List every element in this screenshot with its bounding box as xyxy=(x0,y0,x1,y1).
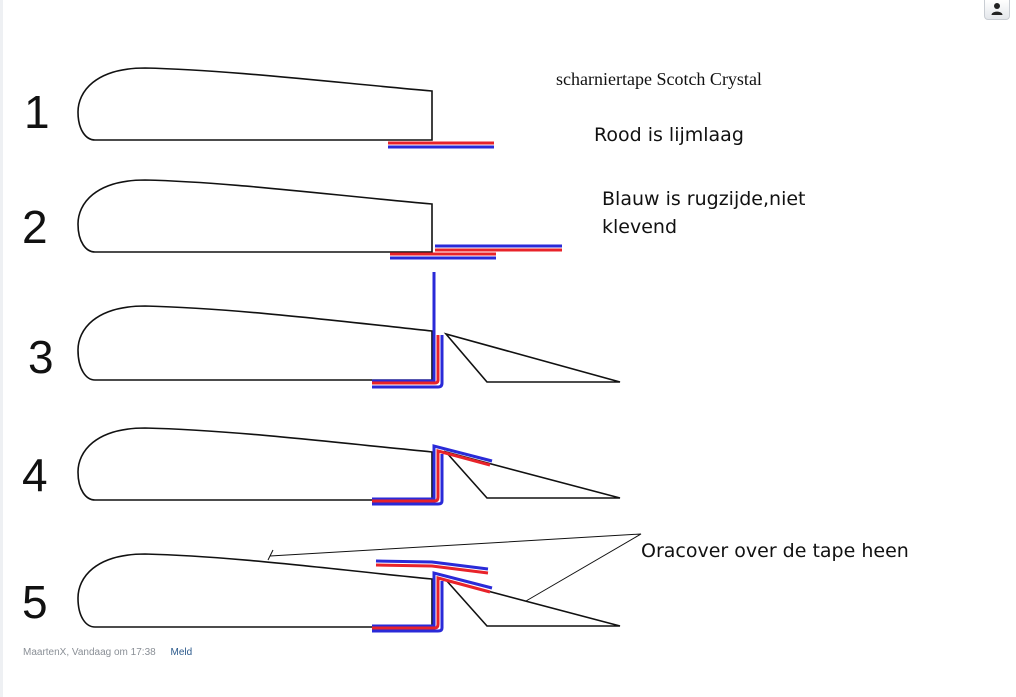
post-footer: MaartenX, Vandaag om 17:38 Meld xyxy=(23,647,193,658)
note-red: Rood is lijmlaag xyxy=(594,124,744,146)
tape-blue-5-outer xyxy=(372,581,444,633)
tape-red-4 xyxy=(372,449,491,503)
note-oracover: Oracover over de tape heen xyxy=(641,540,909,562)
post-author[interactable]: MaartenX xyxy=(23,647,67,658)
aileron-3 xyxy=(443,332,621,383)
wing-profile-3 xyxy=(77,305,433,381)
tape-blue-5 xyxy=(372,571,493,628)
post-time: Vandaag om 17:38 xyxy=(71,647,156,658)
step-4-drawing xyxy=(77,427,621,506)
step-2-drawing xyxy=(77,179,562,260)
step-5-drawing xyxy=(77,533,642,633)
user-menu-button[interactable] xyxy=(984,0,1010,20)
wing-profile-4 xyxy=(77,427,433,501)
user-icon xyxy=(991,3,1003,15)
tape-red-5 xyxy=(372,576,491,630)
tape-blue-3 xyxy=(372,272,436,383)
step-number-4: 4 xyxy=(22,449,48,501)
step-1-drawing xyxy=(77,67,494,149)
left-gutter xyxy=(0,0,3,697)
aileron-5 xyxy=(443,578,621,627)
oracover-red-5 xyxy=(375,563,489,575)
step-number-2: 2 xyxy=(22,201,48,253)
step-number-1: 1 xyxy=(24,86,50,138)
report-link[interactable]: Meld xyxy=(170,647,193,658)
wing-profile-1 xyxy=(77,67,433,141)
step-number-5: 5 xyxy=(22,576,48,628)
note-blue-line2: klevend xyxy=(602,216,677,238)
wing-profile-5 xyxy=(77,553,433,628)
aileron-4 xyxy=(443,450,621,499)
tape-blue-4-outer xyxy=(372,454,444,506)
tape-blue-3-outer xyxy=(372,335,444,389)
tape-red-3 xyxy=(372,335,440,385)
diagram-title: scharniertape Scotch Crystal xyxy=(556,69,762,89)
step-number-3: 3 xyxy=(28,331,54,383)
wing-profile-2 xyxy=(77,179,433,253)
tape-blue-4 xyxy=(372,444,493,501)
note-blue-line1: Blauw is rugzijde,niet xyxy=(602,188,806,210)
step-3-drawing xyxy=(77,272,621,389)
oracover-blue-5 xyxy=(375,559,489,571)
leader-line xyxy=(267,533,642,602)
